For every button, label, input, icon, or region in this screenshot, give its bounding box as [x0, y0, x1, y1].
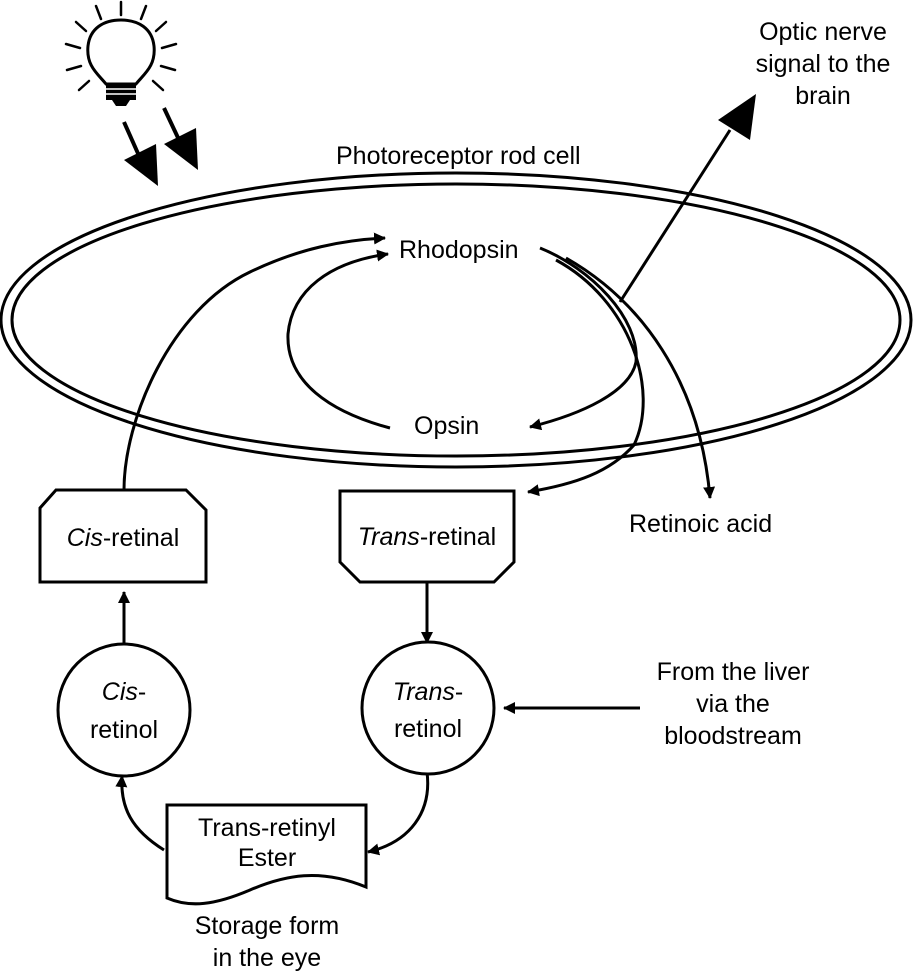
trans-retinol-node: Trans- retinol [360, 640, 496, 776]
optic-nerve-label-line3: brain [795, 82, 851, 110]
cis-retinol-label-line1: Cis- [102, 678, 146, 706]
liver-label-line3: bloodstream [664, 722, 802, 750]
ester-label-line2: Ester [238, 844, 296, 872]
cis-retinal-box: Cis-retinal [38, 488, 208, 584]
rhodopsin-to-opsin-arrow [529, 246, 638, 431]
liver-label-line2: via the [696, 690, 770, 718]
rod-cell-membrane [0, 171, 913, 469]
trans-retinol-label-line1: Trans- [393, 678, 463, 706]
trans-retinol-to-ester-arrow [367, 771, 430, 856]
opsin-to-rhodopsin-arrow [286, 249, 391, 430]
optic-nerve-arrow [618, 94, 756, 303]
storage-label-line2: in the eye [213, 944, 321, 972]
cis-retinal-label: Cis-retinal [67, 524, 180, 552]
rod-cell-label: Photoreceptor rod cell [336, 142, 581, 170]
storage-label-line1: Storage form [195, 912, 340, 940]
optic-nerve-label-line1: Optic nerve [759, 18, 887, 46]
retinoic-acid-label: Retinoic acid [629, 510, 772, 538]
trans-retinol-label-line2: retinol [394, 715, 462, 743]
optic-nerve-label-line2: signal to the [756, 50, 891, 78]
light-arrows [122, 107, 198, 186]
trans-retinyl-ester-box: Trans-retinyl Ester [165, 803, 368, 906]
cis-retinol-node: Cis- retinol [56, 642, 192, 778]
rhodopsin-to-retinoic-acid-arrow [565, 256, 716, 499]
opsin-label: Opsin [414, 412, 479, 440]
cis-retinal-to-rhodopsin-arrow [122, 232, 386, 491]
ester-to-cis-retinol-arrow [115, 775, 165, 852]
trans-retinal-box: Trans-retinal [338, 489, 516, 584]
ester-label-line1: Trans-retinyl [198, 814, 336, 842]
rhodopsin-to-trans-retinal-arrow [527, 258, 645, 497]
cis-retinol-label-line2: retinol [90, 716, 158, 744]
trans-retinal-label: Trans-retinal [358, 523, 496, 551]
rhodopsin-label: Rhodopsin [399, 236, 519, 264]
liver-label-line1: From the liver [657, 658, 810, 686]
light-bulb-icon [64, 0, 178, 106]
